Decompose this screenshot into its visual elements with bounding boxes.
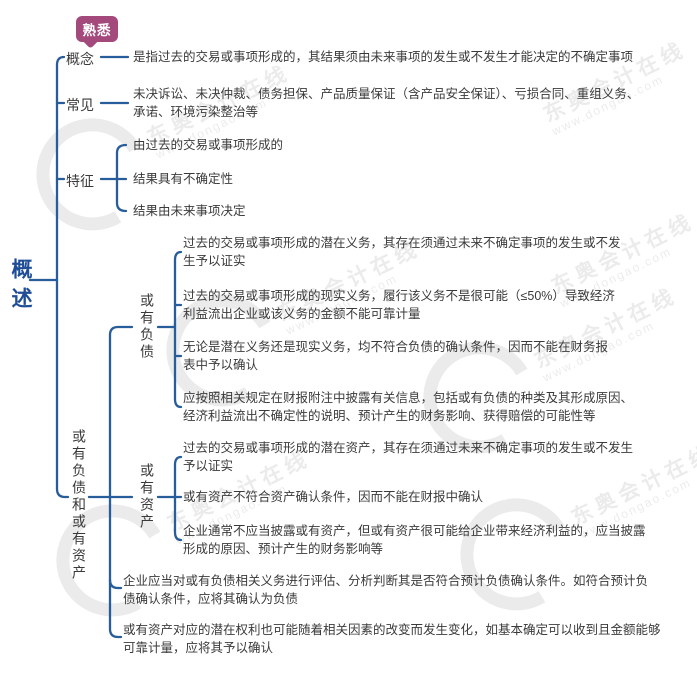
familiarity-badge: 熟悉 [76,16,118,42]
feature-item: 结果由未来事项决定 [133,204,246,218]
branch-concept-label: 概念 [66,51,94,67]
common-text: 未决诉讼、未决仲裁、债务担保、产品质量保证（含产品安全保证）、亏损合同、重组义务… [133,87,640,119]
liability-item: 应按照相关规定在财报附注中披露有关信息，包括或有负债的种类及其形成原因、 经济利… [183,391,634,423]
liability-item: 无论是潜在义务还是现实义务，均不符合负债的确认条件，因而不能在财务报 表中予以确… [183,340,609,372]
liability-item: 过去的交易或事项形成的潜在义务，其存在须通过未来不确定事项的发生或不发 生予以证… [183,236,621,268]
branch-features-label: 特征 [66,173,94,189]
contingent-note: 或有资产对应的潜在权利也可能随着相关因素的改变而发生变化，如基本确定可以收到且金… [123,623,661,655]
root-topic: 概述 [9,258,32,316]
feature-item: 结果具有不确定性 [133,172,234,186]
branch-common-label: 常见 [66,97,94,113]
liability-item: 过去的交易或事项形成的现实义务，履行该义务不是很可能（≤50%）导致经济 利益流… [183,289,615,321]
asset-item: 过去的交易或事项形成的潜在资产，其存在须通过未来不确定事项的发生或不发生 予以证… [183,441,634,473]
feature-item: 由过去的交易或事项形成的 [133,138,284,152]
asset-item: 或有资产不符合资产确认条件，因而不能在财报中确认 [183,490,484,504]
branch-liability-label: 或有负债 [139,293,155,361]
concept-text: 是指过去的交易或事项形成的，其结果须由未来事项的发生或不发生才能决定的不确定事项 [133,50,634,64]
contingent-note: 企业应当对或有负债相关义务进行评估、分析判断其是否符合预计负债确认条件。如符合预… [123,574,649,606]
branch-asset-label: 或有资产 [139,463,155,531]
branch-contingent-label: 或有负债和或有资产 [71,429,87,582]
asset-item: 企业通常不应当披露或有资产，但或有资产很可能给企业带来经济利益的，应当披露 形成… [183,524,646,556]
